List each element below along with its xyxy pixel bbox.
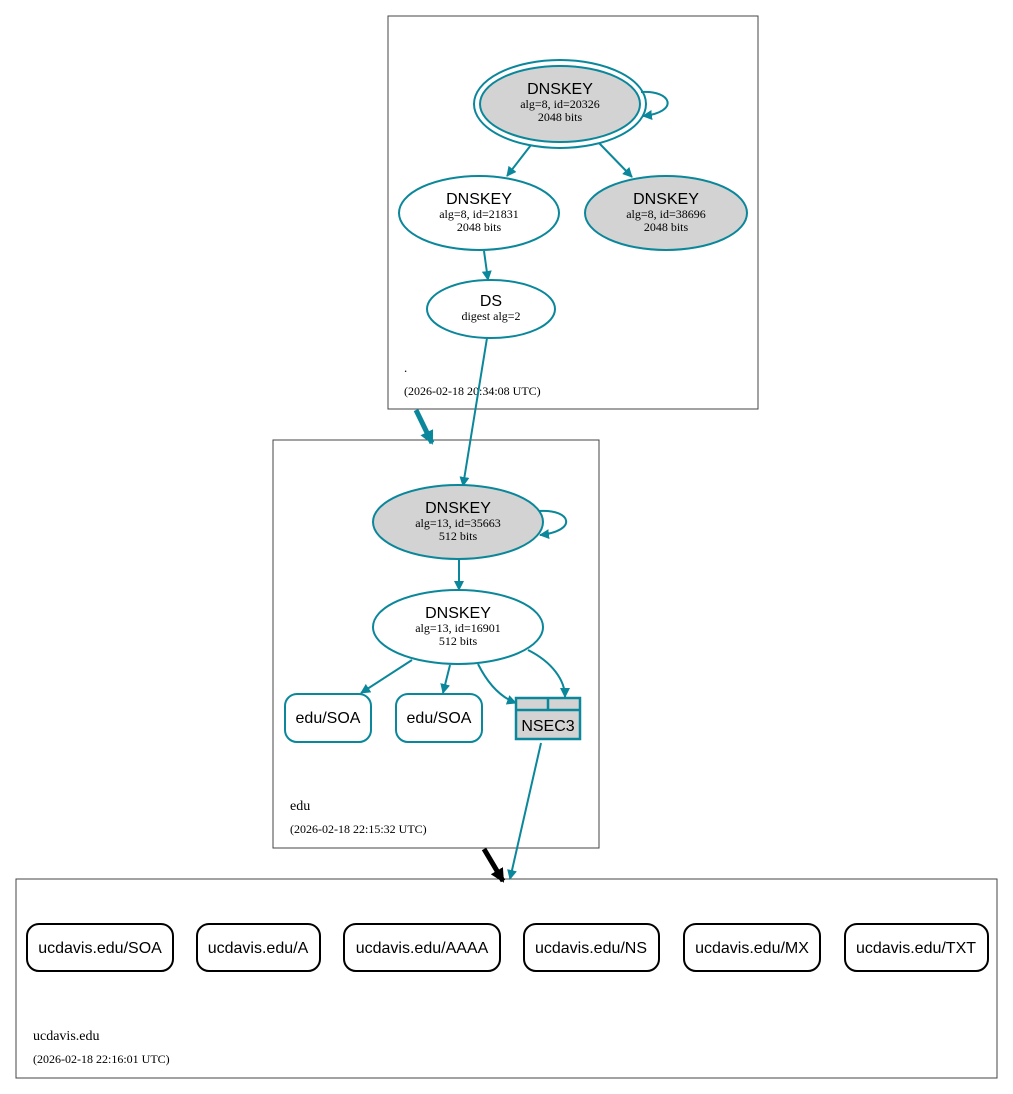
root-zsk-title: DNSKEY	[446, 191, 512, 208]
root-ksk-node[interactable]: DNSKEY alg=8, id=20326 2048 bits	[473, 59, 647, 149]
zone-edu: edu (2026-02-18 22:15:32 UTC)	[272, 439, 600, 849]
zone-root-border	[387, 15, 759, 410]
root-ksk-title: DNSKEY	[527, 81, 593, 98]
edge-edu-zsk-to-nsec3-b	[527, 649, 570, 698]
zone-ucdavis-timestamp: (2026-02-18 22:16:01 UTC)	[33, 1052, 170, 1066]
ucdavis-txt-box	[844, 923, 989, 972]
edge-edu-ksk-self	[538, 509, 568, 540]
root-ds-line1: digest alg=2	[461, 309, 520, 323]
ucdavis-ns-node[interactable]: ucdavis.edu/NS	[523, 923, 660, 972]
edu-soa2-box	[395, 693, 483, 743]
root-zsk2-title: DNSKEY	[633, 191, 699, 208]
edge-root-ksk-to-zsk	[506, 144, 532, 177]
edge-edu-zsk-to-nsec3-a	[477, 663, 517, 705]
edu-zsk-node[interactable]: DNSKEY alg=13, id=16901 512 bits	[372, 589, 544, 665]
edge-root-zsk-to-ds	[481, 250, 492, 281]
ucdavis-mx-node[interactable]: ucdavis.edu/MX	[683, 923, 821, 972]
zone-root-timestamp: (2026-02-18 20:34:08 UTC)	[404, 384, 541, 398]
root-ds-node[interactable]: DS digest alg=2	[426, 279, 556, 339]
edu-soa1-label: edu/SOA	[296, 710, 361, 727]
root-zsk2-line2: 2048 bits	[644, 220, 689, 234]
root-ksk-line2: 2048 bits	[538, 110, 583, 124]
ucdavis-ns-box	[523, 923, 660, 972]
root-zsk-node[interactable]: DNSKEY alg=8, id=21831 2048 bits	[398, 175, 560, 251]
ucdavis-ns-label: ucdavis.edu/NS	[535, 940, 647, 957]
edge-edu-zsk-to-soa2	[440, 664, 451, 694]
delegation-edu-to-ucdavis	[481, 847, 506, 883]
root-zsk2-line1: alg=8, id=38696	[626, 207, 706, 221]
ucdavis-soa-label: ucdavis.edu/SOA	[38, 940, 162, 957]
edu-soa2-node[interactable]: edu/SOA	[395, 693, 483, 743]
edu-zsk-title: DNSKEY	[425, 605, 491, 622]
root-zsk-line2: 2048 bits	[457, 220, 502, 234]
edge-edu-zsk-to-soa1	[360, 659, 413, 694]
zone-ucdavis: ucdavis.edu (2026-02-18 22:16:01 UTC)	[15, 878, 998, 1079]
zone-ucdavis-border	[15, 878, 998, 1079]
ucdavis-aaaa-box	[343, 923, 501, 972]
ucdavis-soa-box	[26, 923, 174, 972]
zone-edu-timestamp: (2026-02-18 22:15:32 UTC)	[290, 822, 427, 836]
root-zsk-ellipse	[398, 175, 560, 251]
ucdavis-mx-box	[683, 923, 821, 972]
edu-zsk-line1: alg=13, id=16901	[415, 621, 501, 635]
ucdavis-mx-label: ucdavis.edu/MX	[695, 940, 809, 957]
edge-nsec3-to-ucdavis	[507, 742, 542, 880]
root-ds-title: DS	[480, 293, 502, 310]
root-ksk-ellipse	[479, 65, 641, 143]
root-ds-ellipse	[426, 279, 556, 339]
edu-ksk-line1: alg=13, id=35663	[415, 516, 501, 530]
edu-ksk-ellipse	[372, 484, 544, 560]
edu-soa1-node[interactable]: edu/SOA	[284, 693, 372, 743]
edge-root-ksk-to-zsk2	[598, 142, 633, 178]
zone-root-name: .	[404, 360, 407, 375]
ucdavis-txt-label: ucdavis.edu/TXT	[856, 940, 976, 957]
root-zsk-line1: alg=8, id=21831	[439, 207, 519, 221]
delegation-root-to-edu	[413, 408, 435, 445]
edu-soa2-label: edu/SOA	[407, 710, 472, 727]
zone-root: . (2026-02-18 20:34:08 UTC)	[387, 15, 759, 410]
edge-ds-to-edu-ksk	[459, 337, 488, 487]
edu-nsec3-node[interactable]: NSEC3	[514, 696, 582, 741]
ucdavis-a-box	[196, 923, 321, 972]
edu-ksk-node[interactable]: DNSKEY alg=13, id=35663 512 bits	[372, 484, 544, 560]
root-ksk-line1: alg=8, id=20326	[520, 97, 600, 111]
edu-ksk-title: DNSKEY	[425, 500, 491, 517]
ucdavis-a-node[interactable]: ucdavis.edu/A	[196, 923, 321, 972]
root-zsk2-node[interactable]: DNSKEY alg=8, id=38696 2048 bits	[584, 175, 748, 251]
edu-nsec3-label: NSEC3	[521, 718, 574, 735]
edu-ksk-line2: 512 bits	[439, 529, 478, 543]
ucdavis-soa-node[interactable]: ucdavis.edu/SOA	[26, 923, 174, 972]
root-zsk2-ellipse	[584, 175, 748, 251]
ucdavis-aaaa-label: ucdavis.edu/AAAA	[356, 940, 489, 957]
ucdavis-a-label: ucdavis.edu/A	[208, 940, 309, 957]
edges	[360, 90, 669, 880]
ucdavis-txt-node[interactable]: ucdavis.edu/TXT	[844, 923, 989, 972]
edu-zsk-ellipse	[372, 589, 544, 665]
zone-ucdavis-name: ucdavis.edu	[33, 1029, 99, 1044]
edu-zsk-line2: 512 bits	[439, 634, 478, 648]
edge-root-ksk-self	[640, 90, 669, 120]
root-ksk-outer-ring	[473, 59, 647, 149]
ucdavis-aaaa-node[interactable]: ucdavis.edu/AAAA	[343, 923, 501, 972]
zone-edu-border	[272, 439, 600, 849]
edu-soa1-box	[284, 693, 372, 743]
zone-edu-name: edu	[290, 799, 310, 814]
